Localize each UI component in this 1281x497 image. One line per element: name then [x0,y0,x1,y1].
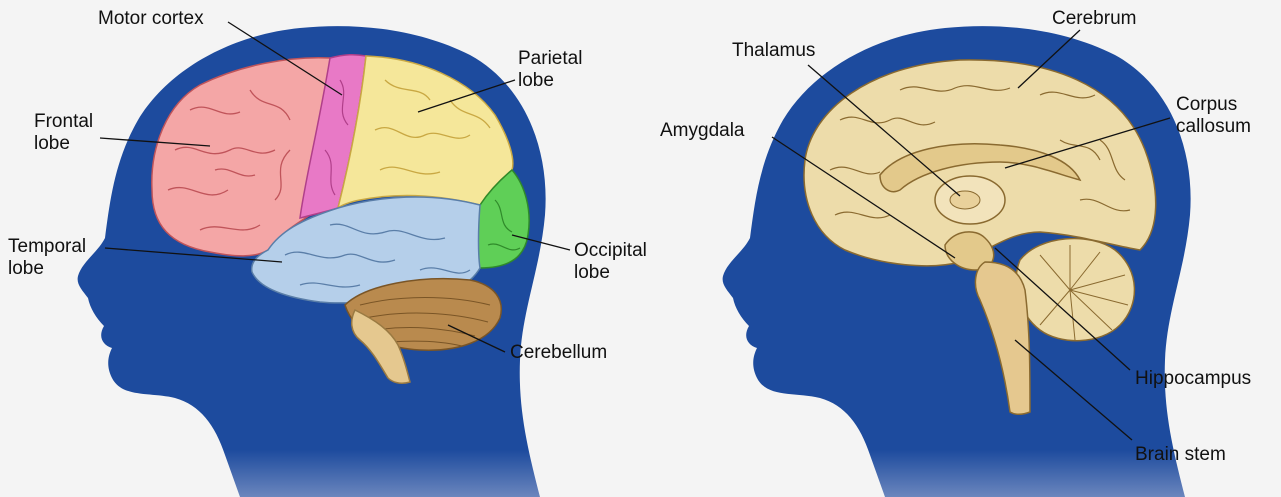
label-parietal-line2: lobe [518,70,582,92]
label-corpus-line1: Corpus [1176,94,1251,116]
label-frontal-lobe: Frontal lobe [34,111,93,155]
label-motor-cortex-text: Motor cortex [98,8,204,30]
label-temporal-line1: Temporal [8,236,86,258]
label-motor-cortex: Motor cortex [98,8,204,30]
label-amygdala: Amygdala [660,120,745,142]
cerebellum-right [1016,239,1134,341]
label-temporal-line2: lobe [8,258,86,280]
label-parietal-line1: Parietal [518,48,582,70]
label-corpus-callosum: Corpus callosum [1176,94,1251,138]
label-occipital-line2: lobe [574,262,647,284]
label-cerebrum: Cerebrum [1052,8,1136,30]
label-cerebellum-text: Cerebellum [510,342,607,364]
label-thalamus-text: Thalamus [732,40,815,62]
label-hippocampus-text: Hippocampus [1135,368,1251,390]
label-corpus-line2: callosum [1176,116,1251,138]
label-brain-stem: Brain stem [1135,444,1226,466]
label-brain-stem-text: Brain stem [1135,444,1226,466]
label-frontal-line1: Frontal [34,111,93,133]
label-parietal-lobe: Parietal lobe [518,48,582,92]
label-thalamus: Thalamus [732,40,815,62]
label-occipital-lobe: Occipital lobe [574,240,647,284]
label-hippocampus: Hippocampus [1135,368,1251,390]
label-occipital-line1: Occipital [574,240,647,262]
label-amygdala-text: Amygdala [660,120,745,142]
label-cerebrum-text: Cerebrum [1052,8,1136,30]
label-temporal-lobe: Temporal lobe [8,236,86,280]
label-cerebellum: Cerebellum [510,342,607,364]
label-frontal-line2: lobe [34,133,93,155]
